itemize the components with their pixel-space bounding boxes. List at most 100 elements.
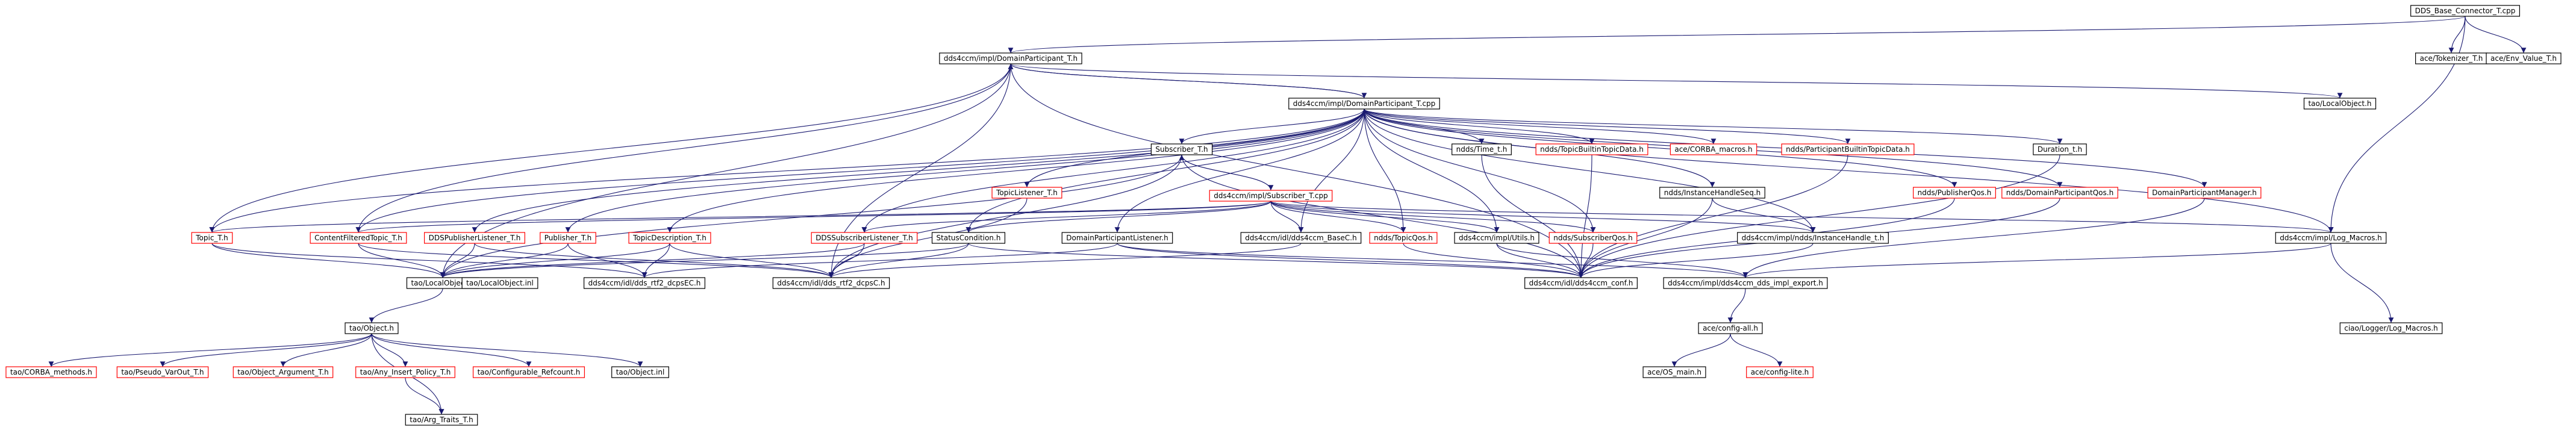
edge-dp-th-to-tao-loh-top (1010, 63, 2342, 99)
edge-topic-desc-to-tao-lo-h (440, 243, 670, 278)
node-dp-cpp[interactable]: dds4ccm/impl/DomainParticipant_T.cpp (1288, 98, 1440, 110)
node-box (1454, 232, 1539, 244)
node-dcps-ec[interactable]: dds4ccm/idl/dds_rtf2_dcpsEC.h (583, 277, 706, 289)
node-label: ndds/TopicBuiltinTopicData.h (1540, 145, 1644, 154)
node-ace-os-main[interactable]: ace/OS_main.h (1642, 366, 1706, 378)
node-ciao-log[interactable]: ciao/Logger/Log_Macros.h (2339, 322, 2443, 334)
node-label: ciao/Logger/Log_Macros.h (2344, 324, 2438, 332)
node-box (939, 52, 1082, 64)
node-utils[interactable]: dds4ccm/impl/Utils.h (1454, 232, 1539, 244)
node-label: ndds/DomainParticipantQos.h (2006, 189, 2113, 197)
node-box (611, 366, 669, 378)
edge-status-cond-to-dcps-c (828, 243, 969, 278)
node-dds-pub-listener[interactable]: DDSPublisherListener_T.h (424, 232, 525, 244)
node-ndds-ihs[interactable]: ndds/InstanceHandleSeq.h (1659, 187, 1765, 199)
node-duration[interactable]: Duration_t.h (2033, 143, 2087, 155)
edge-tao-obj-to-tao-obj-inl (371, 333, 643, 367)
node-box (1659, 187, 1765, 199)
node-box (1737, 232, 1889, 244)
node-ndds-dpqos[interactable]: ndds/DomainParticipantQos.h (2001, 187, 2118, 199)
node-ndds-subqos[interactable]: ndds/SubscriberQos.h (1548, 232, 1638, 244)
node-ndds-time[interactable]: ndds/Time_t.h (1452, 143, 1512, 155)
edge-dp-listener-to-dcps-ec (641, 243, 1118, 278)
node-label: ace/OS_main.h (1647, 368, 1701, 376)
node-label: ace/CORBA_macros.h (1674, 145, 1752, 154)
node-dcps-c[interactable]: dds4ccm/idl/dds_rtf2_dcpsC.h (772, 277, 890, 289)
edge-ndds-ihs-to-conf (1578, 198, 1713, 278)
edge-tao-obj-to-tao-corba-methods (48, 333, 372, 367)
node-tao-lo-inl[interactable]: tao/LocalObject.inl (461, 277, 538, 289)
node-box (2410, 5, 2520, 17)
node-label: ace/config-lite.h (1751, 368, 1809, 376)
node-tao-configurable[interactable]: tao/Configurable_Refcount.h (472, 366, 585, 378)
node-status-cond[interactable]: StatusCondition.h (931, 232, 1006, 244)
node-tao-pseudo[interactable]: tao/Pseudo_VarOut_T.h (116, 366, 209, 378)
edge-dp-cpp-to-dds-pub-listener (472, 108, 1365, 233)
node-tao-any-insert[interactable]: tao/Any_Insert_Policy_T.h (355, 366, 455, 378)
edge-ndds-time-to-conf (1481, 154, 1584, 278)
node-dds-base[interactable]: dds4ccm/idl/dds4ccm_BaseC.h (1240, 232, 1362, 244)
node-export[interactable]: dds4ccm/impl/dds4ccm_dds_impl_export.h (1663, 277, 1828, 289)
node-cft[interactable]: ContentFilteredTopic_T.h (310, 232, 407, 244)
node-label: tao/LocalObject.h (2308, 99, 2371, 108)
node-sub-th[interactable]: Subscriber_T.h (1150, 143, 1213, 155)
node-ndds-tbtd[interactable]: ndds/TopicBuiltinTopicData.h (1535, 143, 1648, 155)
node-ndds-ih[interactable]: dds4ccm/impl/ndds/InstanceHandle_t.h (1737, 232, 1889, 244)
node-label: Publisher_T.h (544, 234, 591, 242)
node-box (116, 366, 209, 378)
node-log-macros[interactable]: dds4ccm/impl/Log_Macros.h (2275, 232, 2387, 244)
node-ndds-topicqos[interactable]: ndds/TopicQos.h (1369, 232, 1438, 244)
node-box (461, 277, 538, 289)
node-dp-listener[interactable]: DomainParticipantListener.h (1061, 232, 1173, 244)
edge-dp-cpp-to-dds-sub-listener (861, 108, 1365, 233)
node-tao-argtraits[interactable]: tao/Arg_Traits_T.h (405, 414, 478, 426)
node-label: ace/config-all.h (1703, 324, 1758, 332)
node-tao-loh-top[interactable]: tao/LocalObject.h (2303, 98, 2377, 110)
node-root[interactable]: DDS_Base_Connector_T.cpp (2410, 5, 2520, 17)
node-ndds-pbtd[interactable]: ndds/ParticipantBuiltinTopicData.h (1781, 143, 1915, 155)
node-tao-obj-inl[interactable]: tao/Object.inl (611, 366, 669, 378)
edge-dp-cpp-to-duration (1364, 108, 2063, 145)
edge-dp-cpp-to-ndds-ih (1364, 108, 1816, 233)
node-ndds-pubqos[interactable]: ndds/PublisherQos.h (1913, 187, 1996, 199)
edge-status-cond-to-tao-lo-h (440, 243, 969, 278)
edge-dp-cpp-to-ndds-topicqos (1364, 108, 1406, 233)
edge-tao-lo-h-to-tao-obj (369, 288, 443, 323)
node-publisher[interactable]: Publisher_T.h (540, 232, 596, 244)
node-topic-th[interactable]: Topic_T.h (191, 232, 233, 244)
node-conf[interactable]: dds4ccm/idl/dds4ccm_conf.h (1524, 277, 1638, 289)
node-ace-env[interactable]: ace/Env_Value_T.h (2486, 52, 2562, 64)
edge-ace-config-all-to-ace-config-lite (1730, 333, 1783, 367)
node-dpm[interactable]: DomainParticipantManager.h (2147, 187, 2262, 199)
node-tao-objarg[interactable]: tao/Object_Argument_T.h (232, 366, 334, 378)
node-sub-cpp[interactable]: dds4ccm/impl/Subscriber_T.cpp (1209, 190, 1333, 202)
edge-dp-cpp-to-dds-base (1298, 108, 1365, 233)
edge-publisher-to-tao-lo-h (440, 243, 569, 278)
node-ace-config-all[interactable]: ace/config-all.h (1698, 322, 1763, 334)
node-box (1524, 277, 1638, 289)
node-dds-sub-listener[interactable]: DDSSubscriberListener_T.h (811, 232, 918, 244)
edge-dp-cpp-to-ndds-pbtd (1364, 108, 1851, 145)
node-ace-tok[interactable]: ace/Tokenizer_T.h (2415, 52, 2487, 64)
node-ace-corba[interactable]: ace/CORBA_macros.h (1670, 143, 1757, 155)
node-label: DomainParticipantListener.h (1066, 234, 1168, 242)
node-label: ndds/InstanceHandleSeq.h (1664, 189, 1761, 197)
node-topic-listener[interactable]: TopicListener_T.h (991, 187, 1062, 199)
edge-sub-cpp-to-dds-base (1270, 201, 1304, 233)
edge-dp-cpp-to-log-macros (1364, 108, 2334, 233)
edge-dp-cpp-to-dp-listener (1114, 108, 1365, 233)
edge-duration-to-conf (1578, 154, 2060, 278)
node-dp-th[interactable]: dds4ccm/impl/DomainParticipant_T.h (939, 52, 1082, 64)
edge-root-to-dp-th (1008, 16, 2466, 54)
node-label: DomainParticipantManager.h (2152, 189, 2257, 197)
edge-dp-cpp-to-ndds-subqos (1364, 108, 1596, 233)
node-label: dds4ccm/idl/dds4ccm_conf.h (1529, 279, 1633, 287)
node-ace-config-lite[interactable]: ace/config-lite.h (1746, 366, 1813, 378)
node-tao-obj[interactable]: tao/Object.h (345, 322, 399, 334)
node-tao-corba-methods[interactable]: tao/CORBA_methods.h (5, 366, 97, 378)
edge-dp-cpp-to-ndds-pubqos (1364, 108, 1957, 188)
node-label: ContentFilteredTopic_T.h (314, 234, 402, 242)
edge-export-to-ace-config-all (1727, 288, 1746, 323)
node-topic-desc[interactable]: TopicDescription_T.h (628, 232, 711, 244)
